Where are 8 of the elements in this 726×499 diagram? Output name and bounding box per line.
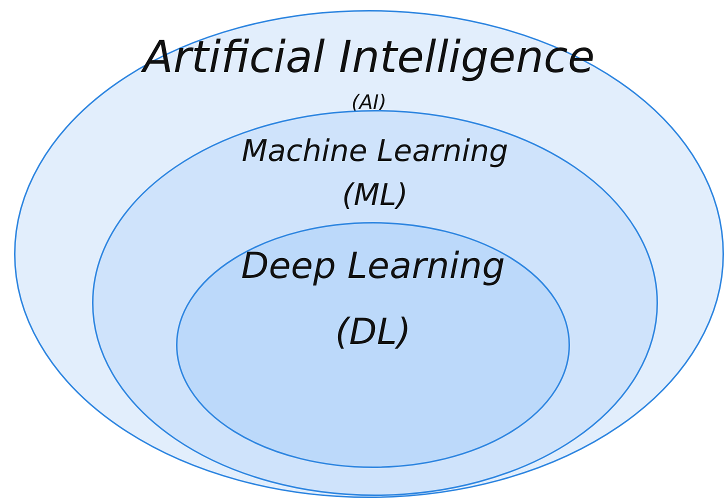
ellipse-region (92, 110, 658, 496)
region-abbreviation: (AI) (351, 90, 387, 114)
region-title: Machine Learning (242, 134, 508, 169)
region-abbreviation: (ML) (342, 178, 408, 213)
region-abbreviation: (DL) (335, 312, 411, 353)
ellipse-region (176, 222, 570, 468)
region-title: Deep Learning (241, 246, 505, 287)
ellipse-region (14, 10, 724, 498)
